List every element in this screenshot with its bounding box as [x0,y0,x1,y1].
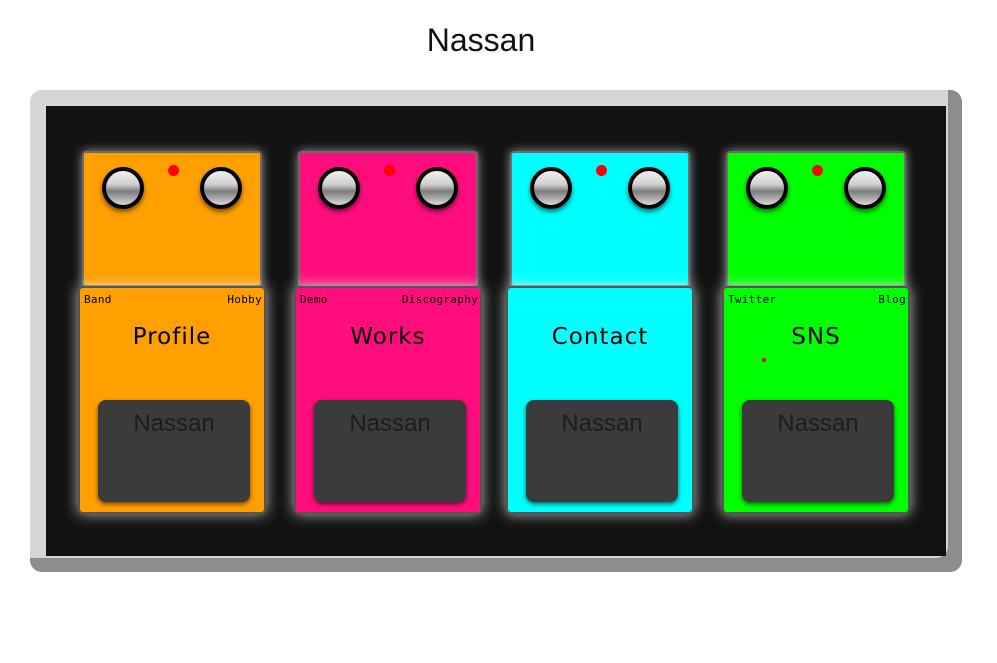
footswitch-label: Nassan [133,410,215,437]
link-blog[interactable]: Blog [878,293,906,306]
pedal-profile-top [82,151,262,287]
knob-icon[interactable] [628,167,670,209]
knob-icon[interactable] [530,167,572,209]
pedal-works-body: Demo Discography Works Nassan [294,286,482,514]
link-hobby[interactable]: Hobby [227,293,262,306]
led-indicator-icon [596,165,607,176]
knob-icon[interactable] [844,167,886,209]
dot-icon [762,358,766,362]
pedal-sns-top [726,151,906,287]
pedalboard-floor: Band Hobby Profile Nassan Demo Discograp… [46,106,946,556]
pedal-sns-body: Twitter Blog SNS Nassan [722,286,910,514]
knob-icon[interactable] [200,167,242,209]
led-indicator-icon [168,165,179,176]
link-band[interactable]: Band [84,293,112,306]
knob-icon[interactable] [318,167,360,209]
pedal-contact-body: Contact Nassan [506,286,694,514]
link-discography[interactable]: Discography [401,293,478,306]
knob-icon[interactable] [746,167,788,209]
footswitch-button[interactable]: Nassan [98,400,250,502]
link-demo[interactable]: Demo [300,293,328,306]
led-indicator-icon [812,165,823,176]
pedal-title-works[interactable]: Works [350,324,426,350]
knob-icon[interactable] [416,167,458,209]
pedal-profile-body: Band Hobby Profile Nassan [78,286,266,514]
footswitch-label: Nassan [777,410,859,437]
pedal-works-top [298,151,478,287]
pedal-title-sns[interactable]: SNS [791,324,841,350]
site-title: Nassan [426,22,536,58]
pedal-contact-top [510,151,690,287]
pedal-title-contact[interactable]: Contact [551,324,649,350]
footswitch-label: Nassan [561,410,643,437]
footswitch-label: Nassan [349,410,431,437]
pedalboard-frame: Band Hobby Profile Nassan Demo Discograp… [30,90,962,572]
footswitch-button[interactable]: Nassan [526,400,678,502]
link-twitter[interactable]: Twitter [728,293,777,306]
pedal-title-profile[interactable]: Profile [132,324,212,350]
footswitch-button[interactable]: Nassan [314,400,466,502]
footswitch-button[interactable]: Nassan [742,400,894,502]
led-indicator-icon [384,165,395,176]
knob-icon[interactable] [102,167,144,209]
